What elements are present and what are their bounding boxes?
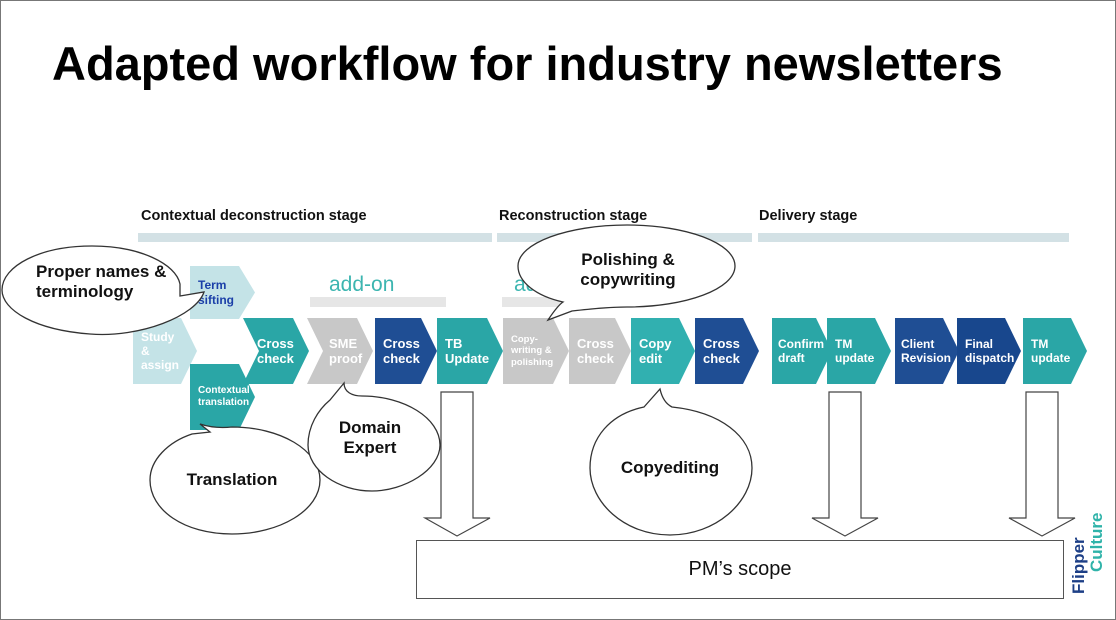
flipper-culture-logo: Flipper Culture bbox=[1069, 513, 1106, 595]
slide-title: Adapted workflow for industry newsletter… bbox=[52, 37, 1003, 90]
bubble-copyediting bbox=[589, 387, 753, 536]
down-arrow-3 bbox=[1008, 391, 1076, 537]
addon-label-1: add-on bbox=[329, 273, 395, 296]
logo-text-culture: Culture bbox=[1087, 513, 1106, 573]
stage-label-delivery: Delivery stage bbox=[759, 208, 858, 224]
stage-bar-deconstruction bbox=[138, 233, 492, 242]
down-arrow-2 bbox=[811, 391, 879, 537]
pm-scope-label: PM’s scope bbox=[688, 558, 792, 580]
bubble-proper-names-text: Proper names & terminology bbox=[36, 262, 167, 302]
bubble-polishing bbox=[517, 224, 736, 322]
bubble-domain-expert-text: Domain Expert bbox=[338, 418, 402, 458]
bubble-proper-names bbox=[1, 245, 205, 336]
bubble-polishing-text: Polishing & copywriting bbox=[580, 250, 676, 290]
stage-label-reconstruction: Reconstruction stage bbox=[499, 208, 648, 224]
addon-bar-1 bbox=[310, 297, 446, 307]
logo-text-flipper: Flipper bbox=[1069, 537, 1088, 594]
stage-bar-delivery bbox=[758, 233, 1069, 242]
bubble-translation-text: Translation bbox=[186, 470, 278, 489]
bubble-domain-expert bbox=[307, 381, 441, 492]
bubble-copyediting-text: Copyediting bbox=[620, 458, 720, 477]
step-copywriting-polishing: Copy- writing & polishing bbox=[503, 318, 569, 384]
step-tb-update: TB Update bbox=[437, 318, 503, 384]
addon-bar-2 bbox=[502, 297, 562, 307]
step-final-dispatch: Final dispatch bbox=[957, 318, 1021, 384]
step-copy-edit: Copy edit bbox=[631, 318, 695, 384]
step-tm-update-1: TM update bbox=[827, 318, 891, 384]
pm-scope-box: PM’s scope bbox=[416, 540, 1064, 599]
step-contextual-translation: Contextual translation bbox=[190, 364, 255, 430]
step-client-revision: Client Revision bbox=[895, 318, 959, 384]
stage-label-deconstruction: Contextual deconstruction stage bbox=[141, 208, 367, 224]
bubble-translation bbox=[149, 423, 321, 535]
down-arrow-1 bbox=[422, 391, 491, 537]
step-cross-check-4: Cross check bbox=[695, 318, 759, 384]
